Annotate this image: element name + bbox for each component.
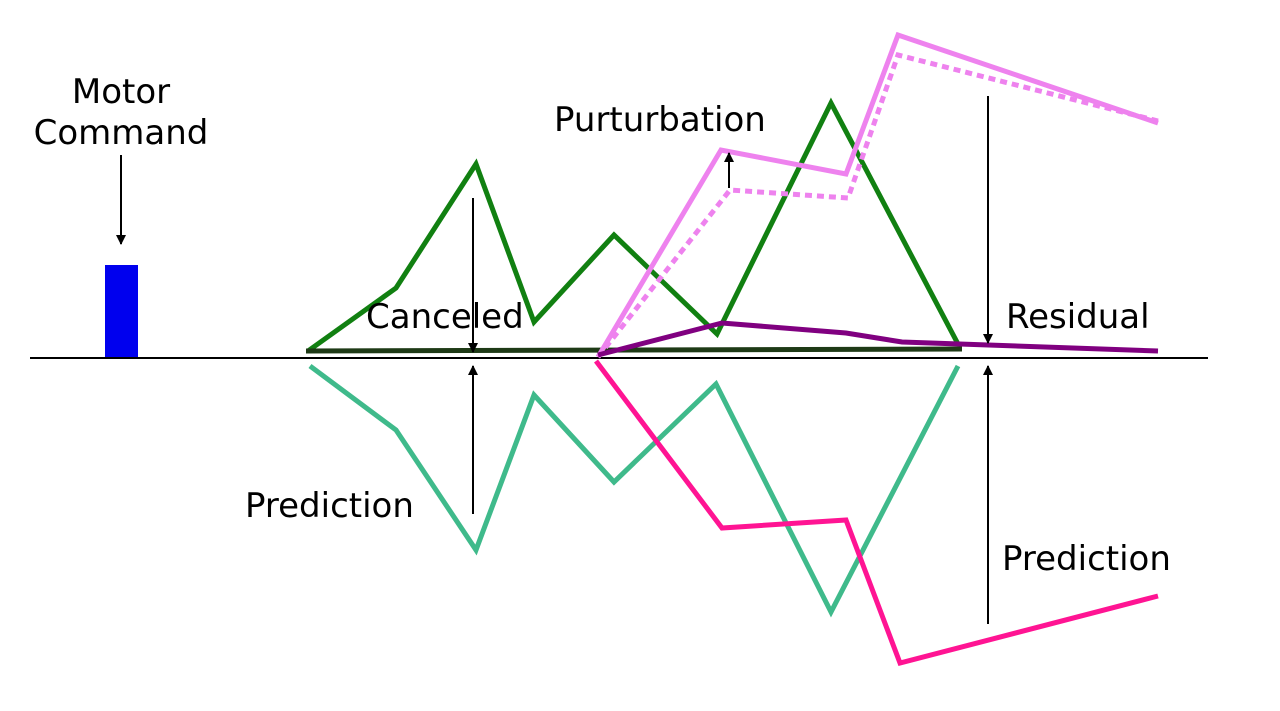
residual-line [597, 320, 1159, 358]
motor-command-label-line1: Motor [72, 72, 170, 112]
perturbation-line [595, 31, 1159, 359]
canceled-flat-line [305, 346, 963, 354]
residual-label: Residual [1006, 297, 1150, 337]
prediction-label-right: Prediction [1002, 539, 1171, 579]
sensory-signal-line [306, 97, 961, 354]
prediction-label-left: Prediction [245, 486, 414, 526]
motor-command-bar [105, 265, 138, 357]
purturbation-label: Purturbation [554, 100, 766, 140]
motor-command-label-line2: Command [34, 113, 209, 153]
prediction-line [308, 363, 961, 618]
perturbation-prediction-line [594, 359, 1159, 666]
canceled-label: Canceled [366, 297, 524, 337]
